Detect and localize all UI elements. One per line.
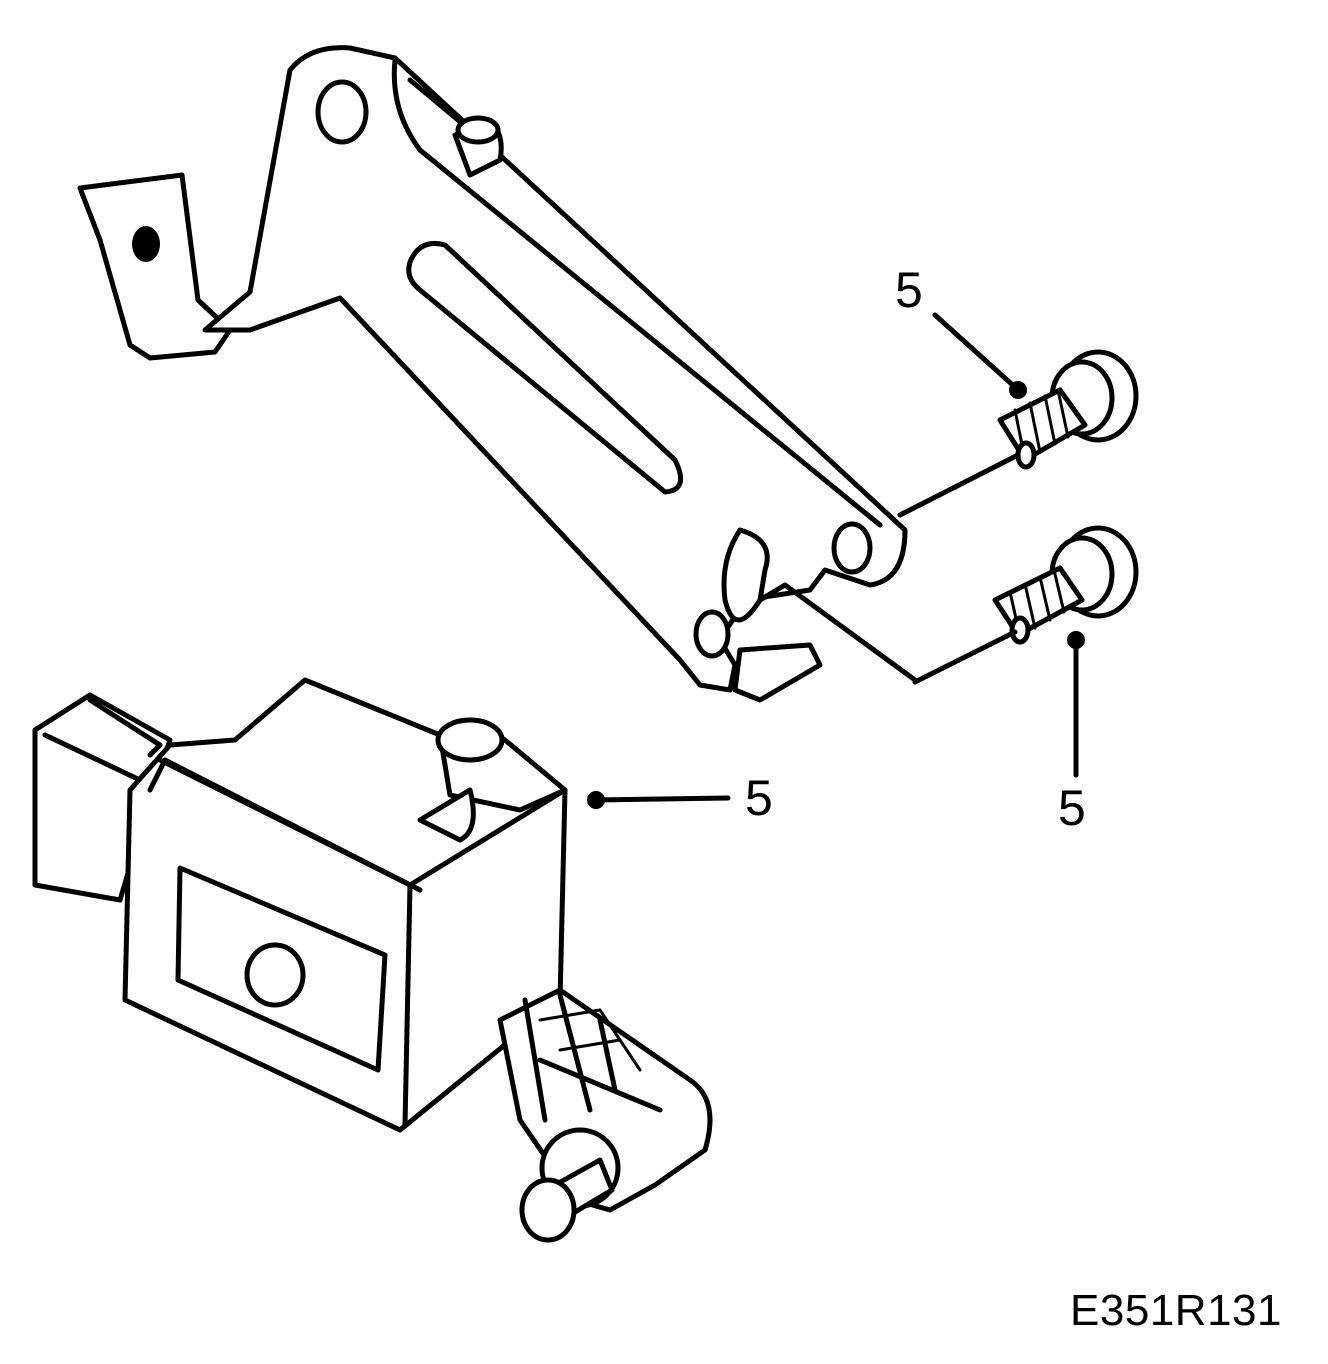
bracket-upper-hole <box>315 79 369 145</box>
callout-c-label: 5 <box>745 770 773 826</box>
bolt-lower <box>992 525 1139 645</box>
mounting-bracket <box>77 45 918 703</box>
bracket-tab-hole <box>132 226 160 262</box>
callout-a-label: 5 <box>895 262 923 318</box>
ball-stud <box>519 1127 621 1243</box>
bracket-hole-right <box>831 521 873 575</box>
bracket-hole-left <box>693 609 731 659</box>
bolt-upper <box>997 349 1139 470</box>
callout-b: 5 <box>1058 631 1086 836</box>
callout-b-label: 5 <box>1058 780 1086 836</box>
sensor-housing-hole <box>244 942 306 1008</box>
bracket-pin <box>452 115 504 178</box>
callout-c: 5 <box>587 770 773 826</box>
diagram-reference-code: E351R131 <box>1070 1286 1282 1335</box>
callout-a: 5 <box>895 262 1027 399</box>
bracket-slot <box>406 240 684 495</box>
level-sensor <box>32 677 713 1243</box>
